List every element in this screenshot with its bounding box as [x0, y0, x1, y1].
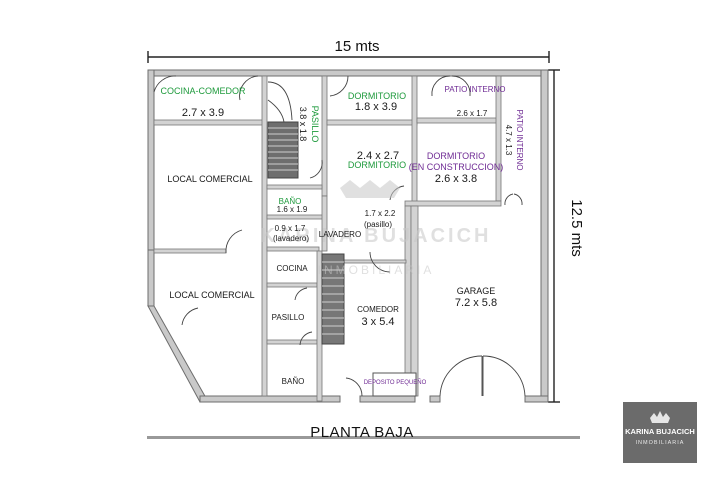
company-logo: KARINA BUJACICH INMOBILIARIA: [623, 402, 697, 463]
room-size: 2.4 x 2.7: [357, 150, 399, 162]
room-name: BAÑO: [279, 197, 302, 206]
height-dimension: 12.5 mts: [548, 69, 585, 403]
room-size: 2.6 x 3.8: [435, 173, 477, 185]
room-note: (pasillo): [364, 220, 392, 229]
room-size: 7.2 x 5.8: [455, 297, 497, 309]
room-patio-interno-2: PATIO INTERNO 4.7 x 1.3: [504, 109, 524, 170]
room-local-comercial-2: LOCAL COMERCIAL: [169, 290, 254, 300]
room-size: 4.7 x 1.3: [504, 125, 513, 156]
room-size: 3 x 5.4: [361, 316, 394, 328]
room-name: PASILLO: [310, 106, 320, 143]
room-name: PASILLO: [272, 313, 305, 322]
room-cocina-comedor: COCINA-COMEDOR 2.7 x 3.9: [161, 86, 246, 119]
room-comedor: COMEDOR 3 x 5.4: [357, 305, 399, 328]
room-name: DORMITORIO: [348, 160, 406, 170]
room-name: PATIO INTERNO: [444, 85, 505, 94]
room-garage: GARAGE 7.2 x 5.8: [455, 286, 497, 309]
room-name: DORMITORIO: [348, 91, 406, 101]
room-note: (EN CONSTRUCCION): [409, 162, 504, 172]
crown-icon: [650, 411, 670, 423]
room-pasillo-top: PASILLO 3.8 x 1.8: [298, 106, 320, 143]
staircase-top: [267, 81, 299, 179]
room-name: PATIO INTERNO: [515, 109, 524, 170]
room-name: DORMITORIO: [427, 151, 485, 161]
outer-walls: [147, 69, 549, 403]
room-pasillo-2: PASILLO: [272, 313, 305, 322]
room-cocina: COCINA: [276, 264, 308, 273]
room-patio-interno-1: PATIO INTERNO 2.6 x 1.7: [444, 85, 505, 118]
width-label: 15 mts: [334, 38, 379, 55]
ground-line: [147, 436, 580, 439]
logo-sub: INMOBILIARIA: [636, 440, 685, 446]
room-local-comercial-1: LOCAL COMERCIAL: [167, 174, 252, 184]
logo-name: KARINA BUJACICH: [625, 427, 695, 436]
deposito-box: [372, 372, 417, 397]
watermark-sub: INMOBILIARIA: [318, 263, 435, 277]
watermark: KARINA BUJACICH INMOBILIARIA: [261, 180, 492, 277]
room-name: LOCAL COMERCIAL: [169, 290, 254, 300]
room-size: 0.9 x 1.7: [275, 224, 306, 233]
room-size: 1.8 x 3.9: [355, 101, 397, 113]
room-name: LAVADERO: [319, 230, 361, 239]
room-name: COMEDOR: [357, 305, 399, 314]
room-dormitorio-3: DORMITORIO (EN CONSTRUCCION) 2.6 x 3.8: [409, 151, 504, 185]
room-name: DEPOSITO PEQUEÑO: [364, 379, 427, 386]
room-size: 1.6 x 1.9: [277, 205, 308, 214]
doors: [153, 75, 526, 397]
room-name: GARAGE: [457, 286, 496, 296]
room-dormitorio-2: 2.4 x 2.7 DORMITORIO: [348, 150, 406, 170]
width-dimension: 15 mts: [147, 38, 550, 63]
room-name: COCINA: [276, 264, 308, 273]
room-pasillo-small: 1.7 x 2.2 (pasillo): [364, 209, 396, 229]
room-size: 2.7 x 3.9: [182, 107, 224, 119]
room-name: BAÑO: [282, 377, 305, 386]
room-bano-2: BAÑO: [282, 377, 305, 386]
room-deposito: DEPOSITO PEQUEÑO: [364, 379, 427, 386]
room-dormitorio-1: DORMITORIO 1.8 x 3.9: [348, 91, 406, 113]
room-note: (lavadero): [273, 234, 309, 243]
staircase-bottom: [321, 253, 345, 345]
room-size: 2.6 x 1.7: [457, 109, 488, 118]
height-label: 12.5 mts: [568, 199, 585, 257]
room-name: LOCAL COMERCIAL: [167, 174, 252, 184]
plan-title: PLANTA BAJA: [310, 424, 414, 441]
room-name: COCINA-COMEDOR: [161, 86, 246, 96]
watermark-name: KARINA BUJACICH: [261, 225, 492, 247]
room-lavadero: 0.9 x 1.7 (lavadero) LAVADERO: [273, 224, 361, 243]
room-bano-1: BAÑO 1.6 x 1.9: [277, 197, 308, 214]
room-size: 3.8 x 1.8: [298, 107, 308, 142]
interior-walls: [153, 75, 502, 402]
room-size: 1.7 x 2.2: [365, 209, 396, 218]
